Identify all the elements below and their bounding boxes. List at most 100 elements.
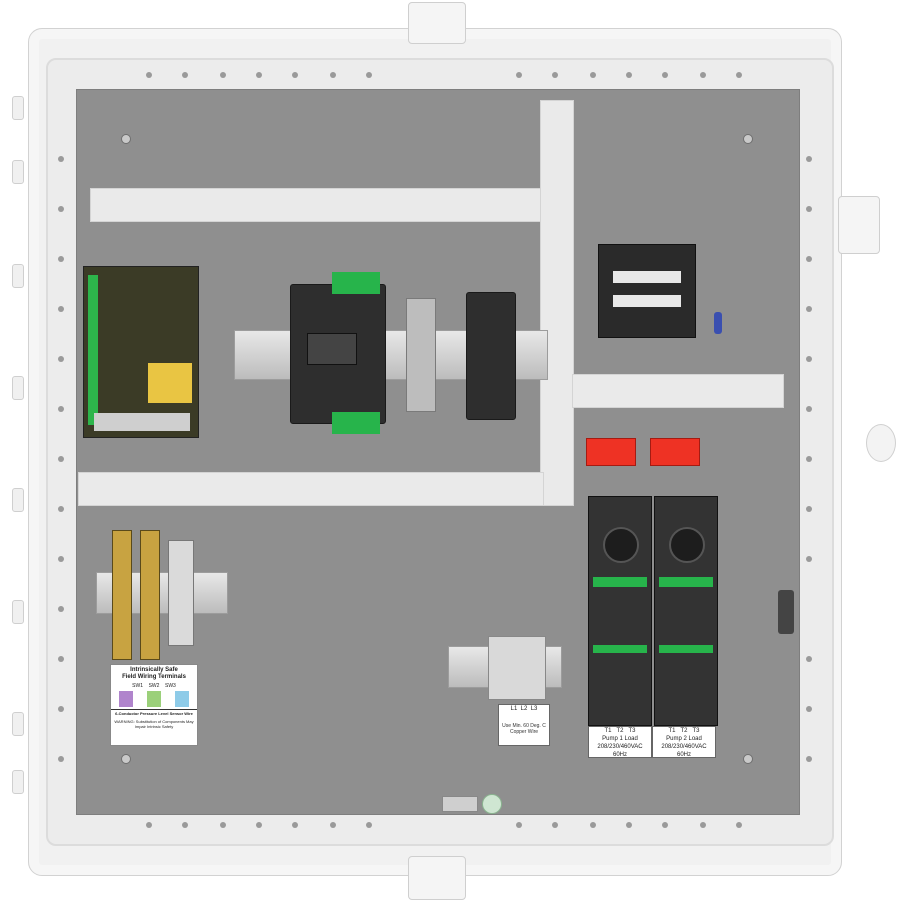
board-terminal-strip bbox=[88, 275, 98, 425]
bolt-dot bbox=[58, 656, 64, 662]
starter-status-bar bbox=[659, 577, 713, 587]
hinge-5 bbox=[12, 488, 24, 512]
bolt-dot bbox=[806, 156, 812, 162]
plc-bottom-terminals bbox=[332, 412, 380, 434]
bolt-dot bbox=[58, 306, 64, 312]
screw-icon bbox=[743, 754, 753, 764]
bolt-dot bbox=[806, 256, 812, 262]
starter-status-bar bbox=[593, 645, 647, 653]
pump1-terminals: T1 T2 T3 bbox=[604, 728, 636, 734]
pump2-terminals: T1 T2 T3 bbox=[668, 728, 700, 734]
hinge-3 bbox=[12, 264, 24, 288]
motor-starter-2[interactable] bbox=[654, 496, 718, 726]
bolt-dot bbox=[516, 72, 522, 78]
bolt-dot bbox=[58, 256, 64, 262]
hinge-6 bbox=[12, 600, 24, 624]
bolt-dot bbox=[58, 356, 64, 362]
bolt-dot bbox=[58, 606, 64, 612]
bolt-dot bbox=[590, 822, 596, 828]
field-wiring-label: Intrinsically Safe Field Wiring Terminal… bbox=[110, 664, 198, 746]
plc-controller[interactable] bbox=[290, 284, 386, 424]
starter-dial[interactable] bbox=[669, 527, 705, 563]
bolt-dot bbox=[700, 822, 706, 828]
channel-color-bars bbox=[119, 691, 189, 707]
bolt-dot bbox=[330, 822, 336, 828]
barrier-module-2[interactable] bbox=[140, 530, 160, 660]
bolt-dot bbox=[366, 72, 372, 78]
barrier-module-1[interactable] bbox=[112, 530, 132, 660]
fuse-block[interactable] bbox=[598, 244, 696, 338]
fuse-icon bbox=[613, 271, 681, 283]
bolt-dot bbox=[146, 72, 152, 78]
ground-lug bbox=[714, 312, 722, 334]
bottom-latch[interactable] bbox=[408, 856, 466, 900]
bolt-dot bbox=[256, 72, 262, 78]
starter-status-bar bbox=[593, 577, 647, 587]
bolt-dot bbox=[182, 822, 188, 828]
screw-icon bbox=[121, 754, 131, 764]
bolt-dot bbox=[220, 72, 226, 78]
wire-duct-top-horizontal bbox=[90, 188, 544, 222]
screw-icon bbox=[121, 134, 131, 144]
power-supply[interactable] bbox=[406, 298, 436, 412]
top-latch[interactable] bbox=[408, 2, 466, 44]
bolt-dot bbox=[146, 822, 152, 828]
board-bottom-terminals bbox=[94, 413, 190, 431]
supply-terminals: L1 L2 L3 bbox=[510, 706, 538, 712]
hinge-2 bbox=[12, 160, 24, 184]
bolt-dot bbox=[516, 822, 522, 828]
bolt-dot bbox=[806, 756, 812, 762]
bolt-dot bbox=[700, 72, 706, 78]
bolt-dot bbox=[58, 456, 64, 462]
bolt-dot bbox=[806, 706, 812, 712]
bolt-dot bbox=[58, 156, 64, 162]
supply-terminal-block[interactable] bbox=[488, 636, 546, 700]
bolt-dot bbox=[806, 306, 812, 312]
bolt-dot bbox=[292, 72, 298, 78]
sensor-wire-note: 6-Conductor Pressure Level Sensor Wire bbox=[111, 709, 197, 716]
starter-status-bar bbox=[659, 645, 713, 653]
bolt-dot bbox=[806, 506, 812, 512]
ground-symbol bbox=[482, 794, 502, 814]
hinge-4 bbox=[12, 376, 24, 400]
control-board[interactable] bbox=[83, 266, 199, 438]
bolt-dot bbox=[58, 506, 64, 512]
bolt-dot bbox=[806, 556, 812, 562]
bolt-dot bbox=[330, 72, 336, 78]
bolt-dot bbox=[806, 356, 812, 362]
supply-note: Use Min. 60 Deg. C Copper Wire bbox=[502, 723, 546, 735]
screw-icon bbox=[743, 134, 753, 144]
wire-duct-vertical bbox=[540, 100, 574, 506]
mounting-tab bbox=[866, 424, 896, 462]
bolt-dot bbox=[662, 72, 668, 78]
bolt-dot bbox=[256, 822, 262, 828]
right-latch[interactable] bbox=[838, 196, 880, 254]
plc-top-terminals bbox=[332, 272, 380, 294]
motor-starter-1[interactable] bbox=[588, 496, 652, 726]
bolt-dot bbox=[662, 822, 668, 828]
bolt-dot bbox=[806, 406, 812, 412]
pump2-title: Pump 2 Load bbox=[666, 736, 702, 742]
supply-label: L1 L2 L3 Use Min. 60 Deg. C Copper Wire bbox=[498, 704, 550, 746]
bolt-dot bbox=[58, 756, 64, 762]
fuse-icon bbox=[613, 295, 681, 307]
bolt-dot bbox=[806, 206, 812, 212]
bolt-dot bbox=[220, 822, 226, 828]
bolt-dot bbox=[626, 72, 632, 78]
bolt-dot bbox=[58, 206, 64, 212]
pump2-label: T1 T2 T3 Pump 2 Load 208/230/460VAC 60Hz bbox=[652, 726, 716, 758]
pump2-rating: 208/230/460VAC 60Hz bbox=[661, 744, 707, 758]
bolt-dot bbox=[552, 822, 558, 828]
relay-module[interactable] bbox=[466, 292, 516, 420]
plc-display bbox=[307, 333, 357, 365]
bolt-dot bbox=[590, 72, 596, 78]
indicator-block-2 bbox=[650, 438, 700, 466]
bolt-dot bbox=[58, 406, 64, 412]
starter-dial[interactable] bbox=[603, 527, 639, 563]
hinge-7 bbox=[12, 712, 24, 736]
board-relay-bank bbox=[148, 363, 192, 403]
ground-screw bbox=[442, 796, 478, 812]
bolt-dot bbox=[626, 822, 632, 828]
field-wiring-channels: SW1 SW2 SW3 bbox=[132, 683, 176, 689]
barrier-module-3[interactable] bbox=[168, 540, 194, 646]
